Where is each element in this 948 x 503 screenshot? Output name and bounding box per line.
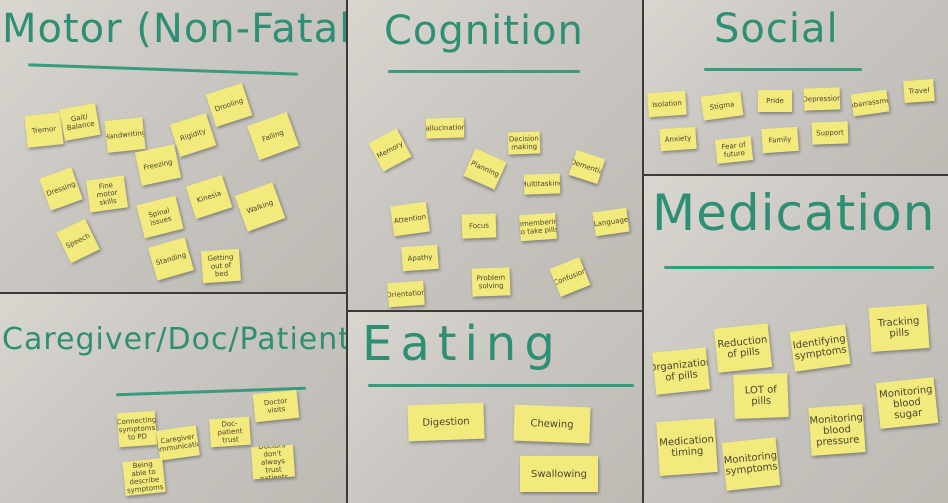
sticky-note: Isolation bbox=[647, 90, 687, 118]
sticky-note: Organization of pills bbox=[651, 347, 711, 395]
sticky-note: Problem solving bbox=[471, 267, 511, 297]
sticky-note: Swallowing bbox=[520, 456, 598, 492]
social-heading: Social bbox=[714, 6, 839, 52]
sticky-note: Reduction of pills bbox=[713, 323, 773, 373]
motor-heading: Motor (Non-Fatal) bbox=[2, 6, 346, 52]
sticky-note: Memory bbox=[368, 128, 412, 172]
sticky-note: Planning bbox=[463, 148, 507, 190]
sticky-note: Drooling bbox=[205, 82, 253, 128]
sticky-note: Speech bbox=[56, 218, 100, 264]
eating-underline bbox=[368, 384, 634, 387]
sticky-note: Multitasking bbox=[523, 173, 561, 195]
sticky-note: Family bbox=[761, 126, 799, 154]
sticky-note: LOT of pills bbox=[733, 373, 789, 419]
cognition-heading: Cognition bbox=[384, 8, 584, 54]
sticky-note: Connecting symptoms to PD bbox=[116, 410, 158, 448]
sticky-note: Tracking pills bbox=[868, 304, 930, 352]
motor-underline bbox=[28, 63, 298, 76]
sticky-note: Doc-patient trust bbox=[209, 416, 251, 448]
sticky-note: Identifying symptoms bbox=[789, 324, 851, 372]
sticky-note: Dementia bbox=[568, 150, 606, 184]
sticky-note: Spinal issues bbox=[136, 195, 184, 239]
sticky-note: Standing bbox=[148, 237, 194, 281]
sticky-note: Falling bbox=[247, 111, 299, 161]
sticky-note: Freezing bbox=[134, 144, 182, 186]
sticky-note: Kinesia bbox=[185, 174, 233, 220]
sticky-note: Attention bbox=[390, 201, 430, 237]
sticky-note: Being able to describe symptoms bbox=[122, 458, 166, 496]
caregiver-panel: Caregiver/Doc/Patient Connecting symptom… bbox=[0, 294, 346, 503]
sticky-note: Depression bbox=[803, 87, 841, 111]
sticky-note: Fear of future bbox=[714, 136, 754, 164]
sticky-note: Doctor visits bbox=[252, 389, 300, 423]
sticky-note: Support bbox=[811, 121, 849, 145]
sticky-note: Anxiety bbox=[659, 126, 697, 152]
social-panel: Social Isolation Stigma Pride Depression… bbox=[644, 0, 948, 174]
sticky-note: Chewing bbox=[513, 404, 591, 444]
sticky-note: Remembering to take pills bbox=[519, 212, 557, 242]
sticky-note: Caregiver communication bbox=[156, 425, 200, 461]
sticky-note: Handwriting bbox=[104, 117, 146, 153]
sticky-note: Confusion bbox=[549, 257, 591, 297]
sticky-note: Decision making bbox=[507, 131, 541, 155]
sticky-note: Medication timing bbox=[656, 418, 718, 476]
sticky-note: Dressing bbox=[39, 167, 83, 211]
sticky-note: Orientation bbox=[387, 280, 425, 308]
sticky-note: Stigma bbox=[700, 91, 744, 121]
sticky-note: Focus bbox=[461, 213, 497, 239]
eating-panel: Eating Digestion Chewing Swallowing bbox=[348, 312, 642, 503]
sticky-note: Embarrassment bbox=[850, 89, 890, 117]
medication-underline bbox=[664, 266, 934, 269]
caregiver-heading: Caregiver/Doc/Patient bbox=[2, 322, 346, 357]
sticky-note: Monitoring blood pressure bbox=[808, 404, 866, 456]
medication-heading: Medication bbox=[652, 184, 936, 242]
sticky-note: Doctors don't always trust patients bbox=[250, 444, 296, 480]
eating-heading: Eating bbox=[362, 316, 563, 372]
sticky-note: Monitoring blood sugar bbox=[875, 377, 939, 429]
cognition-panel: Cognition Memory Hallucinations Decision… bbox=[348, 0, 642, 310]
sticky-note: Monitoring symptoms bbox=[721, 437, 781, 491]
sticky-note: Apathy bbox=[401, 244, 439, 272]
sticky-note: Travel bbox=[903, 78, 935, 104]
sticky-note: Walking bbox=[234, 182, 286, 232]
social-underline bbox=[704, 68, 862, 71]
sticky-note: Rigidity bbox=[169, 112, 217, 158]
sticky-note: Pride bbox=[758, 90, 792, 112]
sticky-note: Digestion bbox=[407, 402, 485, 442]
medication-panel: Medication Organization of pills Reducti… bbox=[644, 176, 948, 503]
sticky-note: Tremor bbox=[24, 112, 64, 148]
sticky-note: Gait/ Balance bbox=[59, 103, 101, 141]
sticky-note: Getting out of bed bbox=[200, 248, 242, 284]
cognition-underline bbox=[388, 70, 580, 73]
motor-panel: Motor (Non-Fatal) Tremor Gait/ Balance H… bbox=[0, 0, 346, 292]
sticky-note: Fine motor skills bbox=[85, 175, 129, 213]
sticky-note: Hallucinations bbox=[425, 117, 465, 139]
sticky-note: Language bbox=[592, 207, 630, 237]
